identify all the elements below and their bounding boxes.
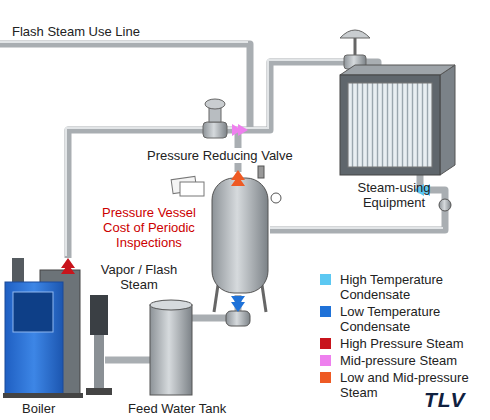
- tank-body: [150, 305, 192, 395]
- tank-top: [150, 300, 192, 310]
- feed-pump: [86, 295, 112, 395]
- legend-swatch: [320, 274, 331, 285]
- relief-valve: [258, 166, 264, 178]
- control-valve: [340, 30, 370, 69]
- feed-water-tank: [150, 300, 192, 395]
- legend-swatch: [320, 306, 331, 317]
- pressure-reducing-valve: [203, 99, 227, 138]
- low-temp-condensate-arrow: [231, 296, 245, 312]
- pressure-vessel: [212, 166, 281, 312]
- legend-text: Mid-pressure Steam: [340, 353, 482, 368]
- inspection-icon: [171, 176, 204, 196]
- high-pressure-arrow: [61, 258, 75, 274]
- pipe-label: Flash Steam Use Line: [12, 24, 212, 39]
- pipe-highlight: [270, 227, 443, 229]
- logo-text: TLV: [424, 388, 486, 412]
- condensate-pipe: [270, 175, 445, 230]
- valve-spring-case: [205, 99, 225, 109]
- boiler-base: [3, 393, 83, 398]
- feed-pipe: [105, 357, 150, 364]
- steam-trap: [226, 311, 250, 326]
- vessel-leg: [262, 285, 266, 312]
- pump-column: [94, 335, 104, 390]
- legend-text: High Pressure Steam: [340, 336, 482, 351]
- pipe-highlight: [225, 60, 345, 128]
- vessel-leg: [214, 285, 218, 312]
- equipment-label: Steam-using Equipment: [350, 180, 438, 210]
- legend-text: High Temperature Condensate: [340, 272, 482, 302]
- flash-steam-label: Vapor / Flash Steam: [98, 262, 180, 292]
- legend-swatch: [320, 338, 331, 349]
- valve-stem: [354, 38, 357, 55]
- mid-pressure-pipe: [225, 62, 345, 130]
- legend-swatch: [320, 355, 331, 366]
- flash-steam-pipe: [0, 44, 250, 130]
- pump-base: [86, 388, 112, 395]
- legend-swatch: [320, 372, 331, 383]
- flash-steam-arrow: [231, 170, 245, 186]
- legend-text: Low and Mid-pressure Steam: [340, 370, 482, 400]
- vessel-note: Pressure Vessel Cost of Periodic Inspect…: [92, 205, 206, 250]
- boiler-label: Boiler: [22, 401, 82, 416]
- vessel-body: [212, 178, 268, 293]
- valve-body: [203, 122, 227, 138]
- equipment-frame: [340, 75, 440, 175]
- boiler-panel: [13, 292, 53, 332]
- document: [180, 182, 204, 196]
- pump-motor: [90, 295, 108, 335]
- boiler: [3, 258, 83, 398]
- pipe-highlight: [0, 41, 248, 43]
- valve-actuator: [340, 30, 370, 38]
- legend-text: Low Temperature Condensate: [340, 304, 482, 334]
- valve-bonnet: [209, 108, 221, 122]
- tank-label: Feed Water Tank: [128, 401, 248, 416]
- pressure-gauge: [271, 193, 281, 203]
- equipment-fins: [348, 83, 432, 167]
- equipment-side: [440, 65, 455, 175]
- boiler-body: [5, 282, 63, 395]
- steam-trap: [439, 199, 451, 211]
- mid-pressure-arrow: [232, 124, 248, 136]
- heat-exchanger: [340, 65, 455, 175]
- equipment-top: [340, 65, 455, 75]
- valve-label: Pressure Reducing Valve: [145, 148, 295, 163]
